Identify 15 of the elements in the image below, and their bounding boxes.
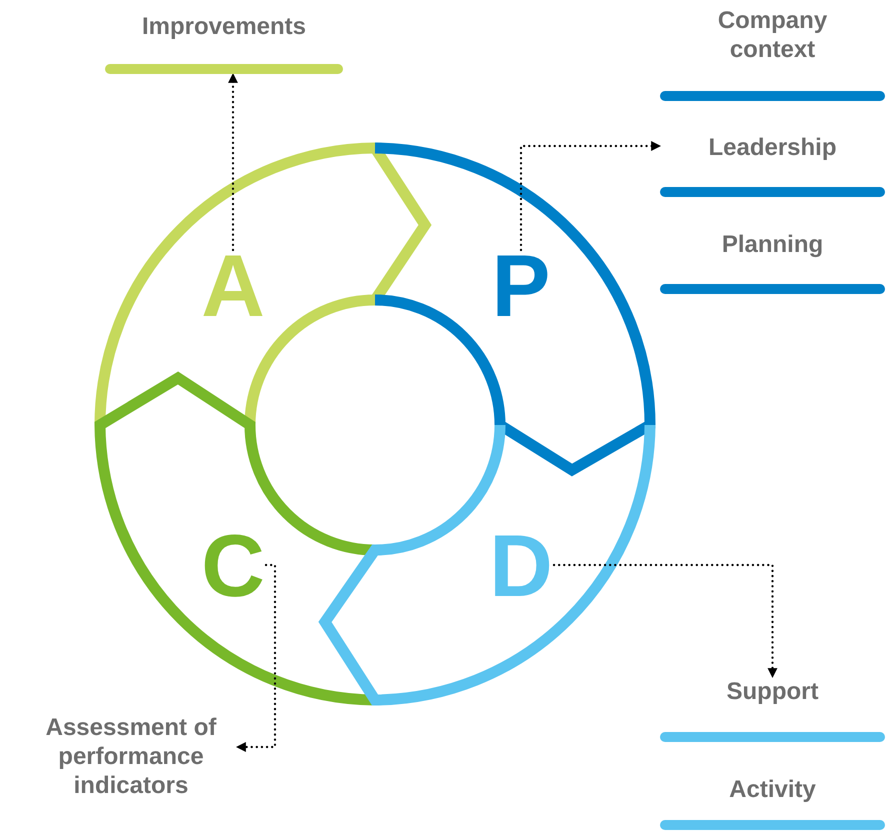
heading-text: Company context [716,6,828,64]
heading-text: Assessment of performance indicators [44,713,218,800]
arrow [520,141,662,252]
heading-text: Support [726,677,818,706]
cycle-letter: D [488,530,554,600]
heading-text: Improvements [142,12,306,41]
heading-text: Activity [729,775,816,804]
cycle-letter: C [200,530,266,600]
heading-text: Leadership [708,133,837,162]
arrow [236,564,276,752]
cycle-letter: P [488,250,554,320]
heading-text: Planning [722,230,824,259]
arrow [228,72,238,252]
arrow [552,564,778,678]
cycle-letter: A [200,250,266,320]
